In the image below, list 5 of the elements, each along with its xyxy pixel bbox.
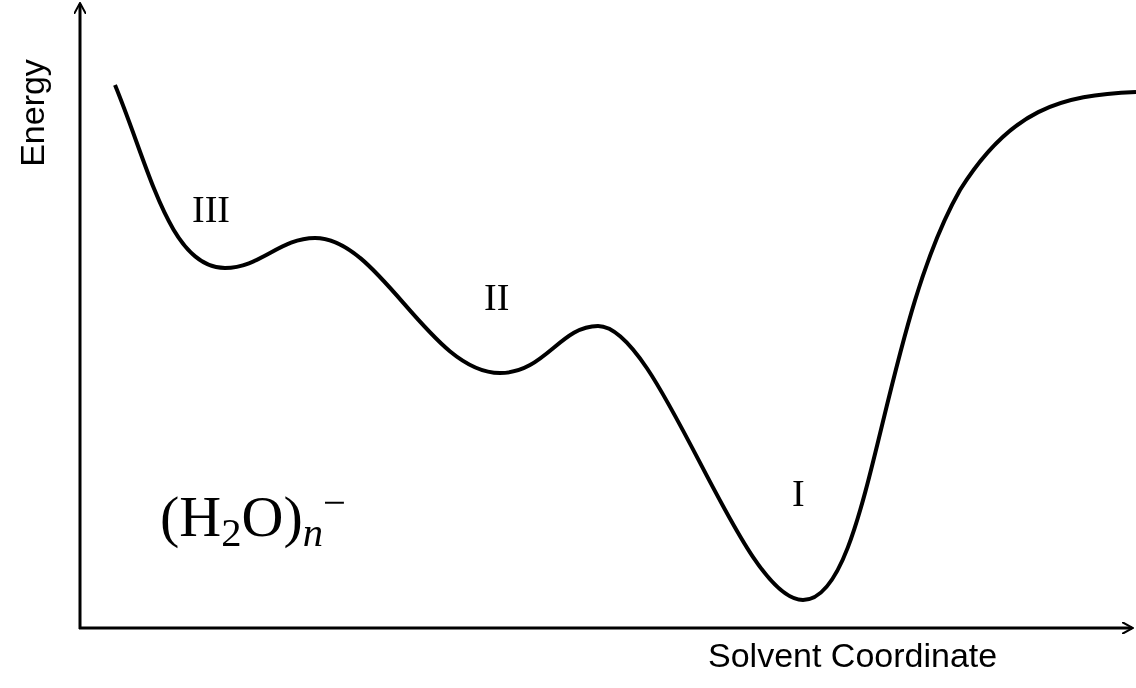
well-label: III [192, 188, 230, 230]
axis-title: Energy [15, 59, 49, 167]
well-label: I [792, 472, 805, 514]
well-label: II [484, 276, 510, 318]
axis-title: Solvent Coordinate [708, 636, 998, 674]
